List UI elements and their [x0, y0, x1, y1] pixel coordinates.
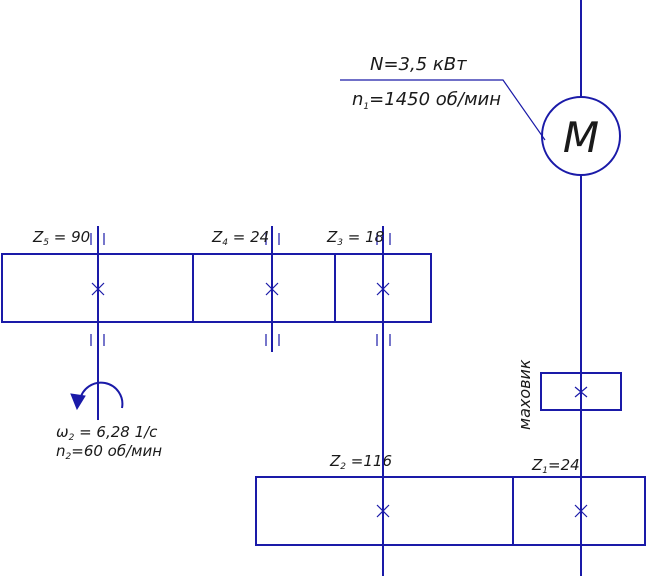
motor-speed-label: n1=1450 об/мин — [352, 89, 501, 112]
motor-leader-line — [340, 79, 546, 141]
gear-z3-center-mark — [376, 282, 390, 296]
motor-power-label: N=3,5 кВт — [370, 54, 467, 75]
flywheel-box — [540, 372, 622, 411]
gear-z4-box — [192, 253, 336, 323]
bearing-marks — [90, 233, 391, 346]
gear-z2-box — [255, 476, 514, 546]
gear-z1-box — [512, 476, 646, 546]
gear-z5-label: Z5 = 90 — [32, 228, 90, 248]
gear-z5-center-mark — [91, 282, 105, 296]
rotation-arrow-icon — [79, 381, 124, 409]
rotation-arrowhead-icon — [70, 393, 86, 411]
gear-z3-box — [334, 253, 432, 323]
motor-symbol: M — [563, 113, 599, 162]
flywheel-label: маховик — [515, 359, 534, 430]
gear-z4-center-mark — [265, 282, 279, 296]
output-speed-label: n2=60 об/мин — [56, 442, 162, 462]
output-omega-label: ω2 = 6,28 1/c — [56, 423, 158, 443]
gear-z1-center-mark — [574, 504, 588, 518]
flywheel-center-mark — [574, 386, 588, 398]
gear-z3-label: Z3 = 18 — [326, 228, 384, 248]
gear-z4-label: Z4 = 24 — [211, 228, 269, 248]
gear-z1-label: Z1=24 — [531, 456, 580, 476]
gear-z2-label: Z2 =116 — [329, 452, 392, 472]
